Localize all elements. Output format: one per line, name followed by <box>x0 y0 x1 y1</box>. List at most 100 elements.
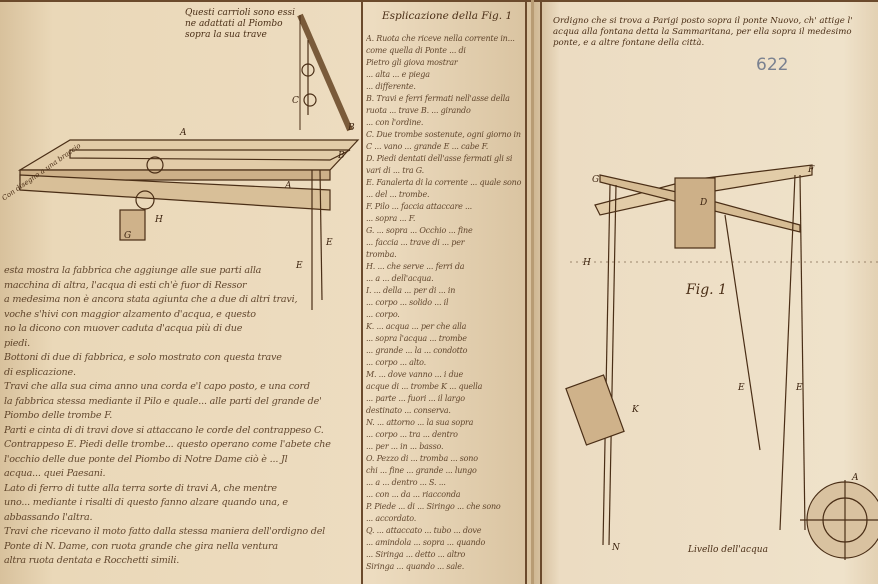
text-line: Siringa ... quando ... sale. <box>366 562 465 571</box>
figure-letter: K <box>631 405 640 415</box>
title-line: ponte, e a altre fontane della città. <box>553 38 705 48</box>
text-line: ... amindola ... sopra ... quando <box>366 538 486 547</box>
figure-letter: E <box>737 383 745 393</box>
explanation-entries: A. Ruota che riceve nella corrente in...… <box>366 33 524 573</box>
page-gutter <box>531 0 534 584</box>
text-line: ... differente. <box>366 82 416 91</box>
text-line: ... per ... in ... basso. <box>366 442 444 451</box>
title-line: acqua alla fontana detta la Sammaritana,… <box>553 27 852 37</box>
figure-letter: E <box>295 261 303 271</box>
text-line: la fabbrica stessa mediante il Pilo e qu… <box>4 395 322 407</box>
text-line: ... faccia ... trave di ... per <box>366 238 465 247</box>
text-line: Q. ... attaccato ... tubo ... dove <box>366 526 482 535</box>
figure-letter: G <box>592 175 599 185</box>
text-line: chi ... fine ... grande ... lungo <box>366 466 477 475</box>
text-line: A. Ruota che riceve nella corrente in... <box>366 34 515 43</box>
left-page <box>0 0 532 584</box>
text-line: ... parte ... fuori ... il largo <box>366 394 465 403</box>
text-line: Travi che ricevano il moto fatto dalla s… <box>4 526 326 537</box>
text-line: a medesima non è ancora stata agiunta ch… <box>4 294 298 305</box>
right-page <box>532 0 878 584</box>
text-line: acqua... quei Paesani. <box>4 468 106 479</box>
water-level-label: Livello dell'acqua <box>688 545 768 555</box>
text-line: ... con l'ordine. <box>366 118 424 127</box>
text-line: ... con ... da ... riacconda <box>366 490 461 499</box>
text-line: Ponte di N. Dame, con ruota grande che g… <box>4 540 278 552</box>
text-line: I. ... della ... per di ... in <box>366 286 456 295</box>
figure-letter: F <box>807 165 815 175</box>
text-line: Travi che alla sua cima anno una corda e… <box>4 381 310 392</box>
text-line: macchina di altra, l'acqua di esti ch'è … <box>4 279 247 291</box>
text-line: tromba. <box>366 250 397 259</box>
text-line: M. ... dove vanno ... i due <box>366 370 464 379</box>
text-line: ... corpo ... alto. <box>366 358 426 367</box>
text-line: N. ... attorno ... la sua sopra <box>366 418 474 427</box>
column-rule <box>525 0 527 584</box>
text-line: esta mostra la fabbrica che aggiunge all… <box>4 265 262 276</box>
text-line: abbassando l'altra. <box>4 511 93 523</box>
text-line: voche s'hivi con maggior alzamento d'acq… <box>4 308 256 320</box>
left-frame-drawing <box>17 13 360 310</box>
text-line: F. Pilo ... faccia attaccare ... <box>366 202 473 211</box>
text-line: B. Travi e ferri fermati nell'asse della <box>366 94 510 103</box>
pulley-caption: Questi carrioli sono essi ne adattati al… <box>185 8 295 41</box>
figure-letter: E <box>325 238 333 248</box>
left-body-text: esta mostra la fabbrica che aggiunge all… <box>4 264 356 569</box>
text-line: ... a ... dentro ... S. ... <box>366 478 446 487</box>
text-line: Contrappeso E. Piedi delle trombe... que… <box>4 439 331 450</box>
text-line: piedi. <box>4 337 30 349</box>
text-line: ... corpo ... solido ... il <box>366 298 449 307</box>
text-line: ... sopra ... F. <box>366 214 416 223</box>
text-line: ... Siringa ... detto ... altro <box>366 550 466 559</box>
figure-letter: H <box>582 258 591 268</box>
column-rule <box>540 0 542 584</box>
text-line: D. Piedi dentati dell'asse fermati gli s… <box>366 154 513 163</box>
text-line: Parti e cinta di di travi dove si attacc… <box>4 424 324 436</box>
text-line: G. ... sopra ... Occhio ... fine <box>366 226 473 235</box>
text-line: O. Pezzo di ... tromba ... sono <box>366 454 478 463</box>
text-line: come quella di Ponte ... di <box>366 46 466 55</box>
text-line: altra ruota dentata e Rocchetti simili. <box>4 555 180 566</box>
text-line: ... del ... trombe. <box>366 190 430 199</box>
text-line: uno... mediante i risalti di questo fann… <box>4 497 288 508</box>
text-line: di esplicazione. <box>4 366 76 378</box>
figure-letter: N <box>611 543 621 553</box>
text-line: ... a ... dell'acqua. <box>366 274 434 283</box>
explanation-title: Esplicazione della Fig. 1 <box>382 10 513 22</box>
text-line: H. ... che serve ... ferri da <box>366 262 465 271</box>
text-line: Pietro gli giova mostrar <box>366 58 458 67</box>
caption-line: sopra la sua trave <box>185 30 267 40</box>
text-line: l'occhio delle due ponte del Piombo di N… <box>4 453 288 465</box>
text-line: C. Due trombe sostenute, ogni giorno in <box>366 130 521 139</box>
text-line: K. ... acqua ... per che alla <box>366 322 467 331</box>
figure-label: Fig. 1 <box>686 282 727 298</box>
column-rule <box>361 0 363 584</box>
title-line: Ordigno che si trova a Parigi posto sopr… <box>553 16 853 26</box>
figure-letter: A <box>179 128 187 138</box>
text-line: no la dicono con muover caduta d'acqua p… <box>4 323 243 334</box>
figure-letter: G <box>124 231 131 241</box>
text-line: ... accordato. <box>366 514 417 523</box>
text-line: Lato di ferro di tutte alla terra sorte … <box>4 482 277 494</box>
right-title: Ordigno che si trova a Parigi posto sopr… <box>553 16 853 49</box>
text-line: ... alta ... e piega <box>366 70 430 79</box>
figure-letter: A <box>851 473 859 483</box>
text-line: C ... vano ... grande E ... cabe F. <box>366 142 489 151</box>
text-line: Bottoni di due di fabbrica, e solo mostr… <box>4 352 282 363</box>
text-line: ... grande ... la ... condotto <box>366 346 468 355</box>
right-fountain-machine-drawing <box>565 164 878 560</box>
figure-letter: B <box>347 123 355 133</box>
caption-line: ne adattati al Piombo <box>185 19 283 29</box>
figure-letter: E <box>795 383 803 393</box>
text-line: ... sopra l'acqua ... trombe <box>366 334 467 343</box>
caption-line: Questi carrioli sono essi <box>185 8 295 18</box>
text-line: E. Fanalerta di la corrente ... quale so… <box>366 178 522 187</box>
text-line: vari di ... tra G. <box>366 166 425 175</box>
top-rule <box>0 0 878 2</box>
figure-letter: A <box>284 181 292 191</box>
page-number: 622 <box>756 55 789 75</box>
text-line: acque di ... trombe K ... quella <box>366 382 483 391</box>
figure-letter: H <box>154 215 163 225</box>
text-line: ... corpo. <box>366 310 400 319</box>
